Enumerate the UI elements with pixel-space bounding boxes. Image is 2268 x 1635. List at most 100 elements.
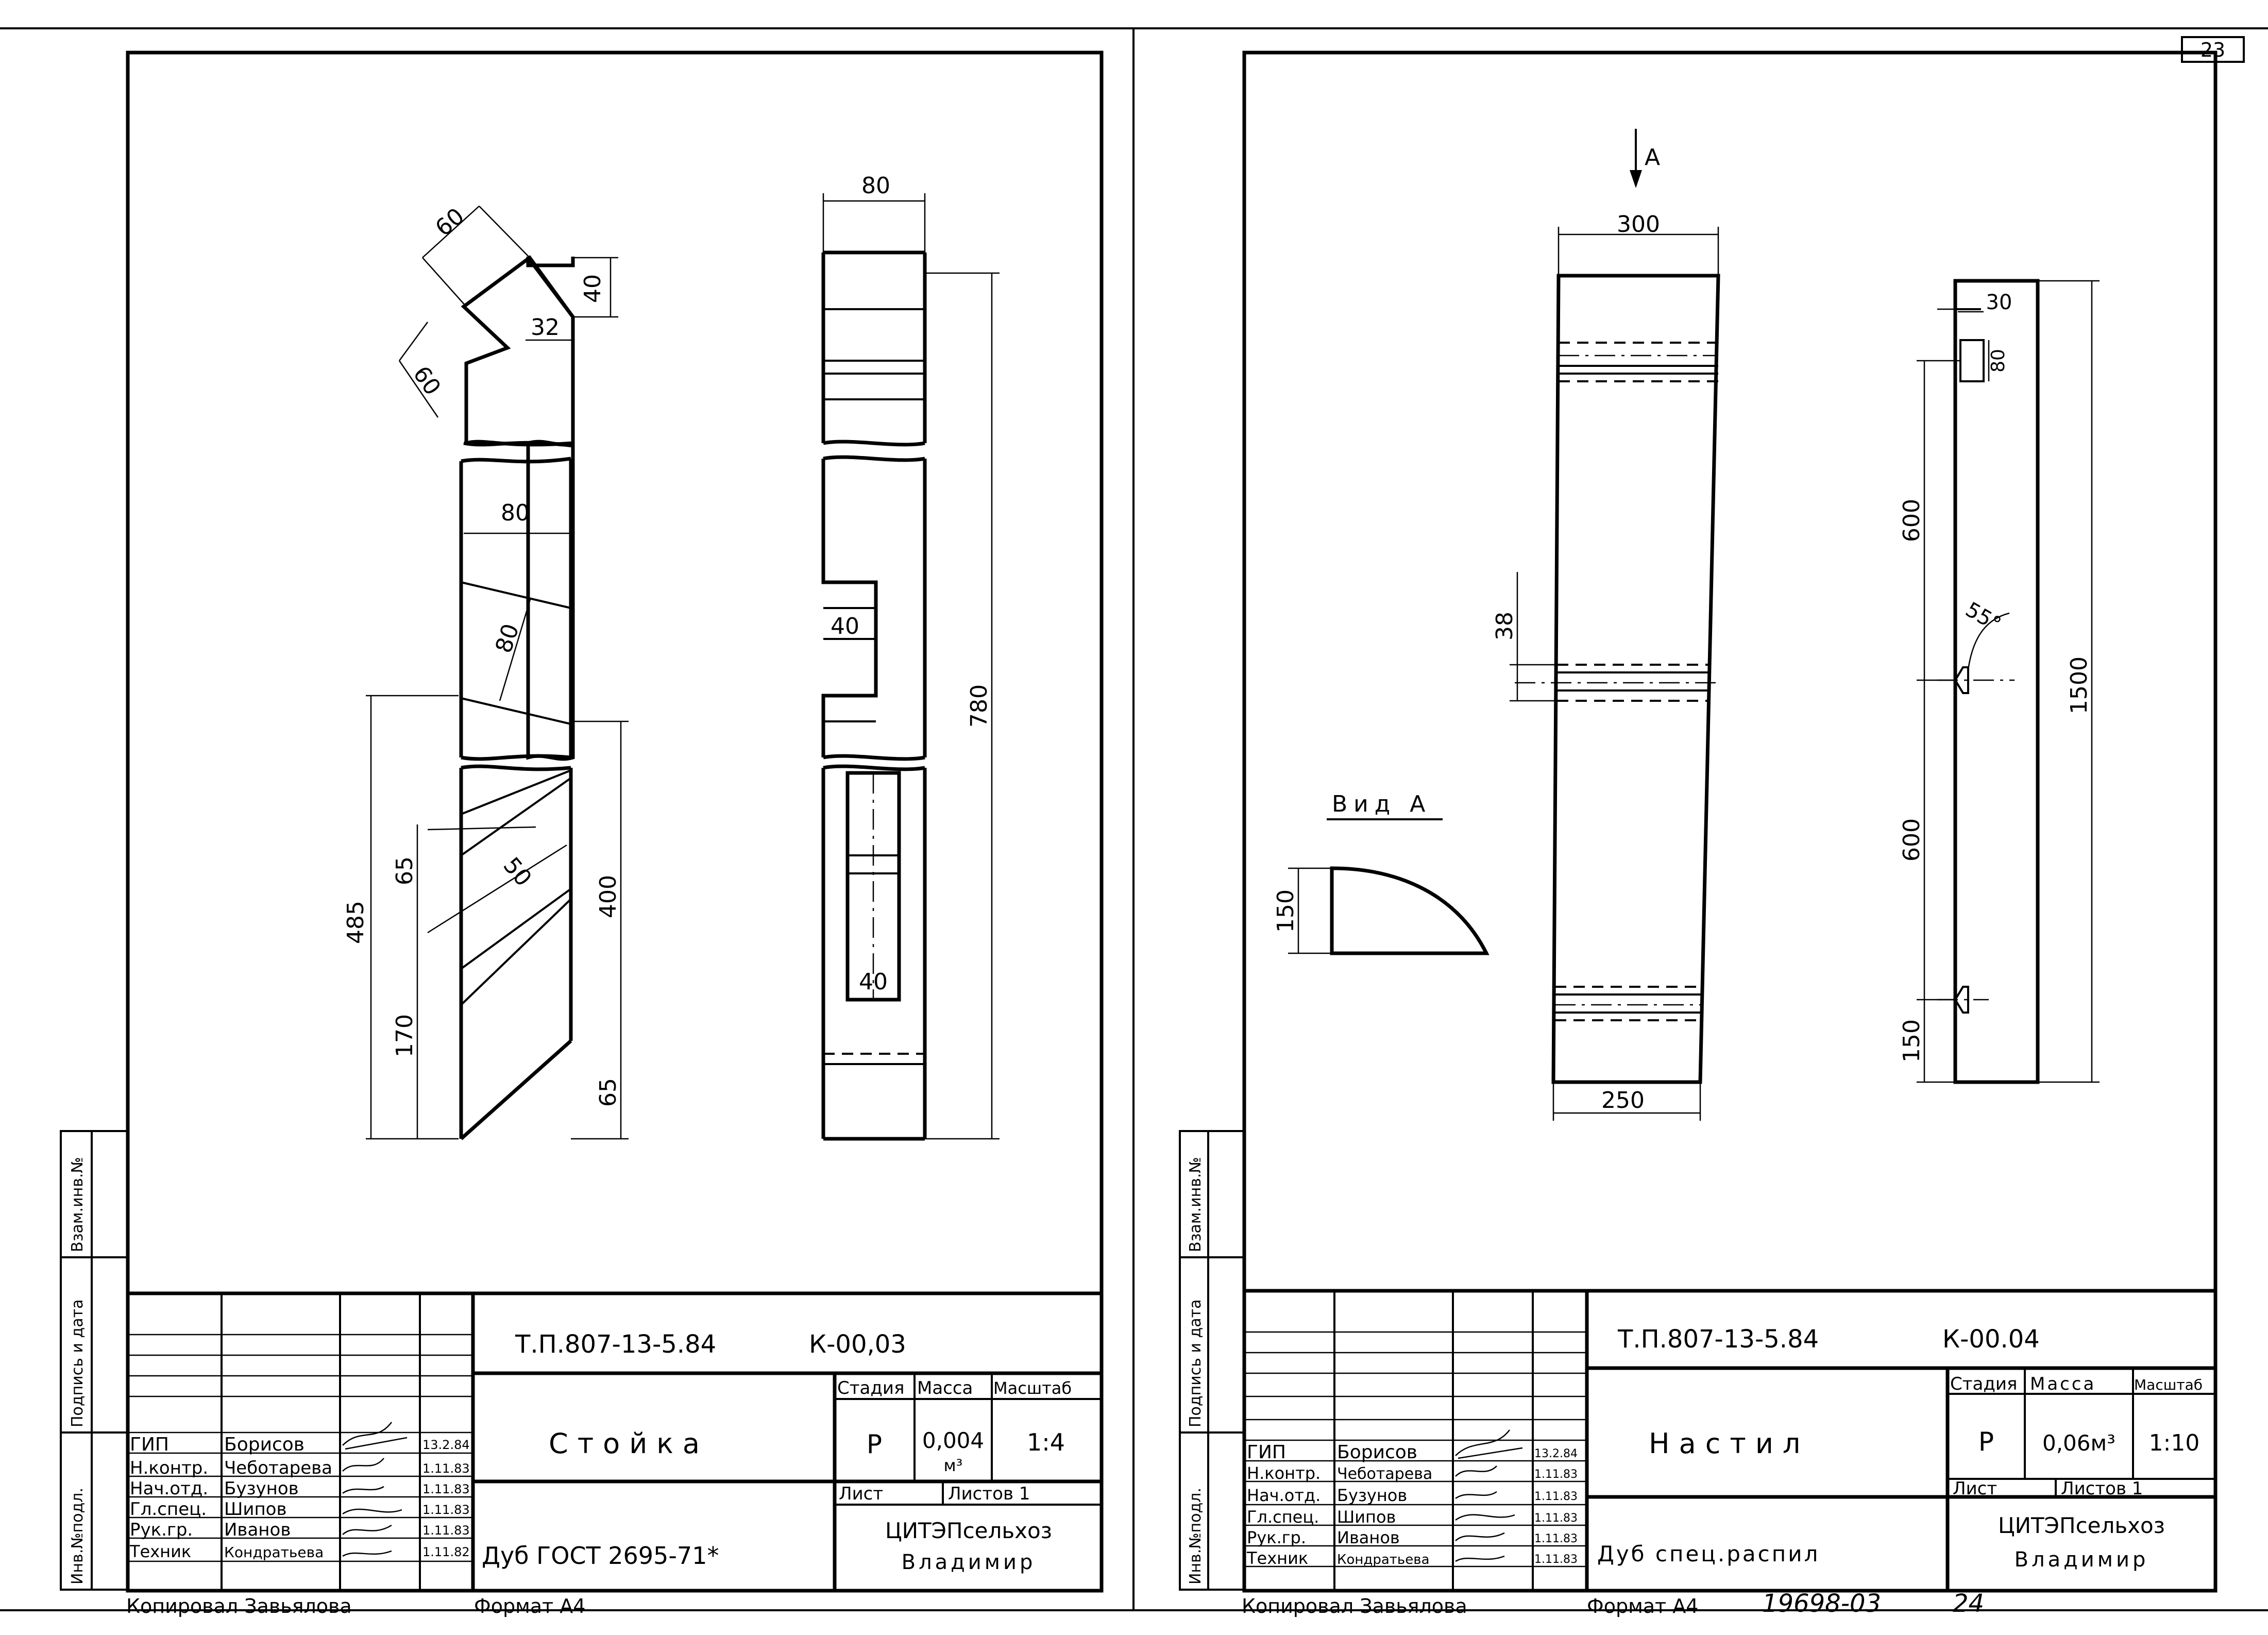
view-a: Вид А 150 (1273, 791, 1490, 955)
left-inv-original: Инв.№подл. (69, 1488, 87, 1585)
left-date-2: 1.11.83 (422, 1482, 470, 1496)
right-role-0: ГИП (1247, 1442, 1286, 1463)
dim-55-deg: 55° (1961, 598, 2005, 636)
dim-65-lower: 65 (595, 1078, 621, 1107)
dim-65-upper: 65 (392, 856, 418, 885)
stoyka-side-view (821, 250, 927, 1141)
right-name-5: Кондратьева (1337, 1552, 1430, 1567)
right-role-5: Техник (1246, 1548, 1308, 1568)
left-frame (126, 50, 1104, 1593)
left-name-0: Борисов (224, 1434, 304, 1455)
right-name-3: Шипов (1337, 1507, 1396, 1527)
view-a-label: Вид А (1332, 791, 1431, 817)
left-mass-header: Масса (917, 1378, 973, 1398)
left-staff-rows: ГИП Борисов 13.2.84 Н.контр. Чеботарева … (129, 1434, 470, 1561)
stoyka-front-view (427, 255, 575, 1140)
dim-40-low: 40 (859, 969, 888, 995)
right-footer-copied: Копировал Завьялова (1242, 1595, 1467, 1617)
dim-170: 170 (392, 1014, 418, 1057)
left-scale-header: Масштаб (993, 1378, 1072, 1398)
right-title-block: ГИП Борисов 13.2.84 Н.контр. Чеботарева … (1244, 1289, 2215, 1591)
left-stage: Р (867, 1429, 882, 1459)
left-date-0: 13.2.84 (422, 1438, 470, 1452)
left-date-3: 1.11.83 (422, 1503, 470, 1517)
dim-80-side: 80 (861, 173, 890, 199)
left-date-5: 1.11.82 (422, 1545, 470, 1559)
right-name-2: Бузунов (1337, 1486, 1407, 1505)
dim-780: 780 (966, 684, 992, 728)
right-sheets-header: Листов 1 (2061, 1478, 2143, 1499)
stoyka-dimensions: 60 60 40 32 80 80 485 65 50 170 (343, 203, 629, 1140)
left-material: Дуб ГОСТ 2695-71* (482, 1542, 719, 1570)
left-name-5: Кондратьева (224, 1544, 324, 1561)
left-name-4: Иванов (224, 1520, 291, 1540)
left-scale: 1:4 (1027, 1428, 1065, 1456)
left-role-5: Техник (129, 1542, 191, 1561)
left-role-1: Н.контр. (130, 1458, 208, 1478)
dim-250: 250 (1601, 1087, 1645, 1114)
left-part-name: Стойка (549, 1427, 709, 1460)
dim-60-top: 60 (430, 203, 469, 242)
left-name-2: Бузунов (224, 1478, 299, 1499)
right-role-1: Н.контр. (1247, 1463, 1321, 1483)
nastil-main-view (1515, 274, 1721, 1084)
left-mass: 0,004 (922, 1428, 984, 1453)
left-city: Владимир (902, 1550, 1036, 1574)
dim-300: 300 (1617, 211, 1660, 238)
left-drawing-code: Т.П.807-13-5.84 (515, 1330, 716, 1359)
dim-50: 50 (498, 852, 537, 891)
nastil-side-view (1937, 279, 2040, 1084)
right-date-5: 1.11.83 (1534, 1553, 1578, 1566)
dim-80-diag: 80 (490, 620, 524, 656)
dim-80-width: 80 (501, 500, 530, 526)
right-part-code: К-00.04 (1942, 1325, 2040, 1354)
right-date-2: 1.11.83 (1534, 1490, 1578, 1503)
dim-30: 30 (1986, 291, 2012, 314)
right-name-1: Чеботарева (1337, 1465, 1432, 1483)
left-sign-date: Подпись и дата (69, 1300, 87, 1428)
dim-40-top: 40 (580, 274, 606, 303)
right-drawing-code: Т.П.807-13-5.84 (1617, 1325, 1819, 1354)
page-number: 23 (2201, 39, 2225, 61)
right-sheet-header: Лист (1953, 1478, 1997, 1499)
left-role-2: Нач.отд. (130, 1478, 208, 1499)
right-side-stamp: Инв.№подл. Подпись и дата Взам.инв.№ (1179, 1130, 1245, 1591)
view-arrow-a: А (1630, 129, 1660, 188)
right-scale: 1:10 (2149, 1430, 2200, 1456)
dim-32: 32 (531, 314, 560, 341)
left-name-1: Чеботарева (224, 1458, 332, 1478)
right-name-0: Борисов (1337, 1442, 1417, 1463)
left-organization: ЦИТЭПсельхоз (885, 1518, 1052, 1543)
left-date-1: 1.11.83 (422, 1461, 470, 1476)
arrow-label: А (1645, 144, 1660, 171)
dim-80-side: 80 (1988, 349, 2009, 373)
nastil-main-dimensions: 300 250 38 (1492, 211, 1719, 1121)
left-date-4: 1.11.83 (422, 1523, 470, 1538)
dim-600-upper: 600 (1899, 499, 1925, 542)
stoyka-side-dimensions: 80 40 40 780 (822, 173, 1000, 1140)
left-sheet: Инв.№подл. Подпись и дата Взам.инв.№ (60, 50, 1104, 1617)
left-inv-replace: Взам.инв.№ (69, 1157, 87, 1252)
right-organization: ЦИТЭПсельхоз (1998, 1513, 2165, 1538)
right-part-name: Настил (1649, 1427, 1809, 1460)
dim-1500: 1500 (2066, 656, 2092, 714)
right-frame (1242, 50, 2218, 1593)
right-stage: Р (1978, 1427, 1994, 1457)
outer-frame (0, 27, 2268, 1611)
left-sheet-header: Лист (839, 1484, 883, 1504)
right-date-0: 13.2.84 (1534, 1447, 1578, 1460)
dim-40-mid: 40 (831, 613, 859, 639)
right-footer-number: 19698-03 (1762, 1589, 1881, 1618)
right-sign-date: Подпись и дата (1187, 1300, 1205, 1428)
left-name-3: Шипов (224, 1499, 287, 1520)
dim-150-view: 150 (1273, 889, 1299, 933)
right-signatures (1455, 1429, 1523, 1562)
right-material: Дуб спец.распил (1597, 1541, 1820, 1566)
dim-485: 485 (343, 901, 369, 944)
left-title-block: ГИП Борисов 13.2.84 Н.контр. Чеботарева … (128, 1291, 1102, 1591)
right-inv-replace: Взам.инв.№ (1187, 1157, 1205, 1252)
right-mass: 0,06м³ (2042, 1430, 2115, 1456)
left-footer-copied: Копировал Завьялова (126, 1595, 352, 1617)
right-date-3: 1.11.83 (1534, 1512, 1578, 1525)
